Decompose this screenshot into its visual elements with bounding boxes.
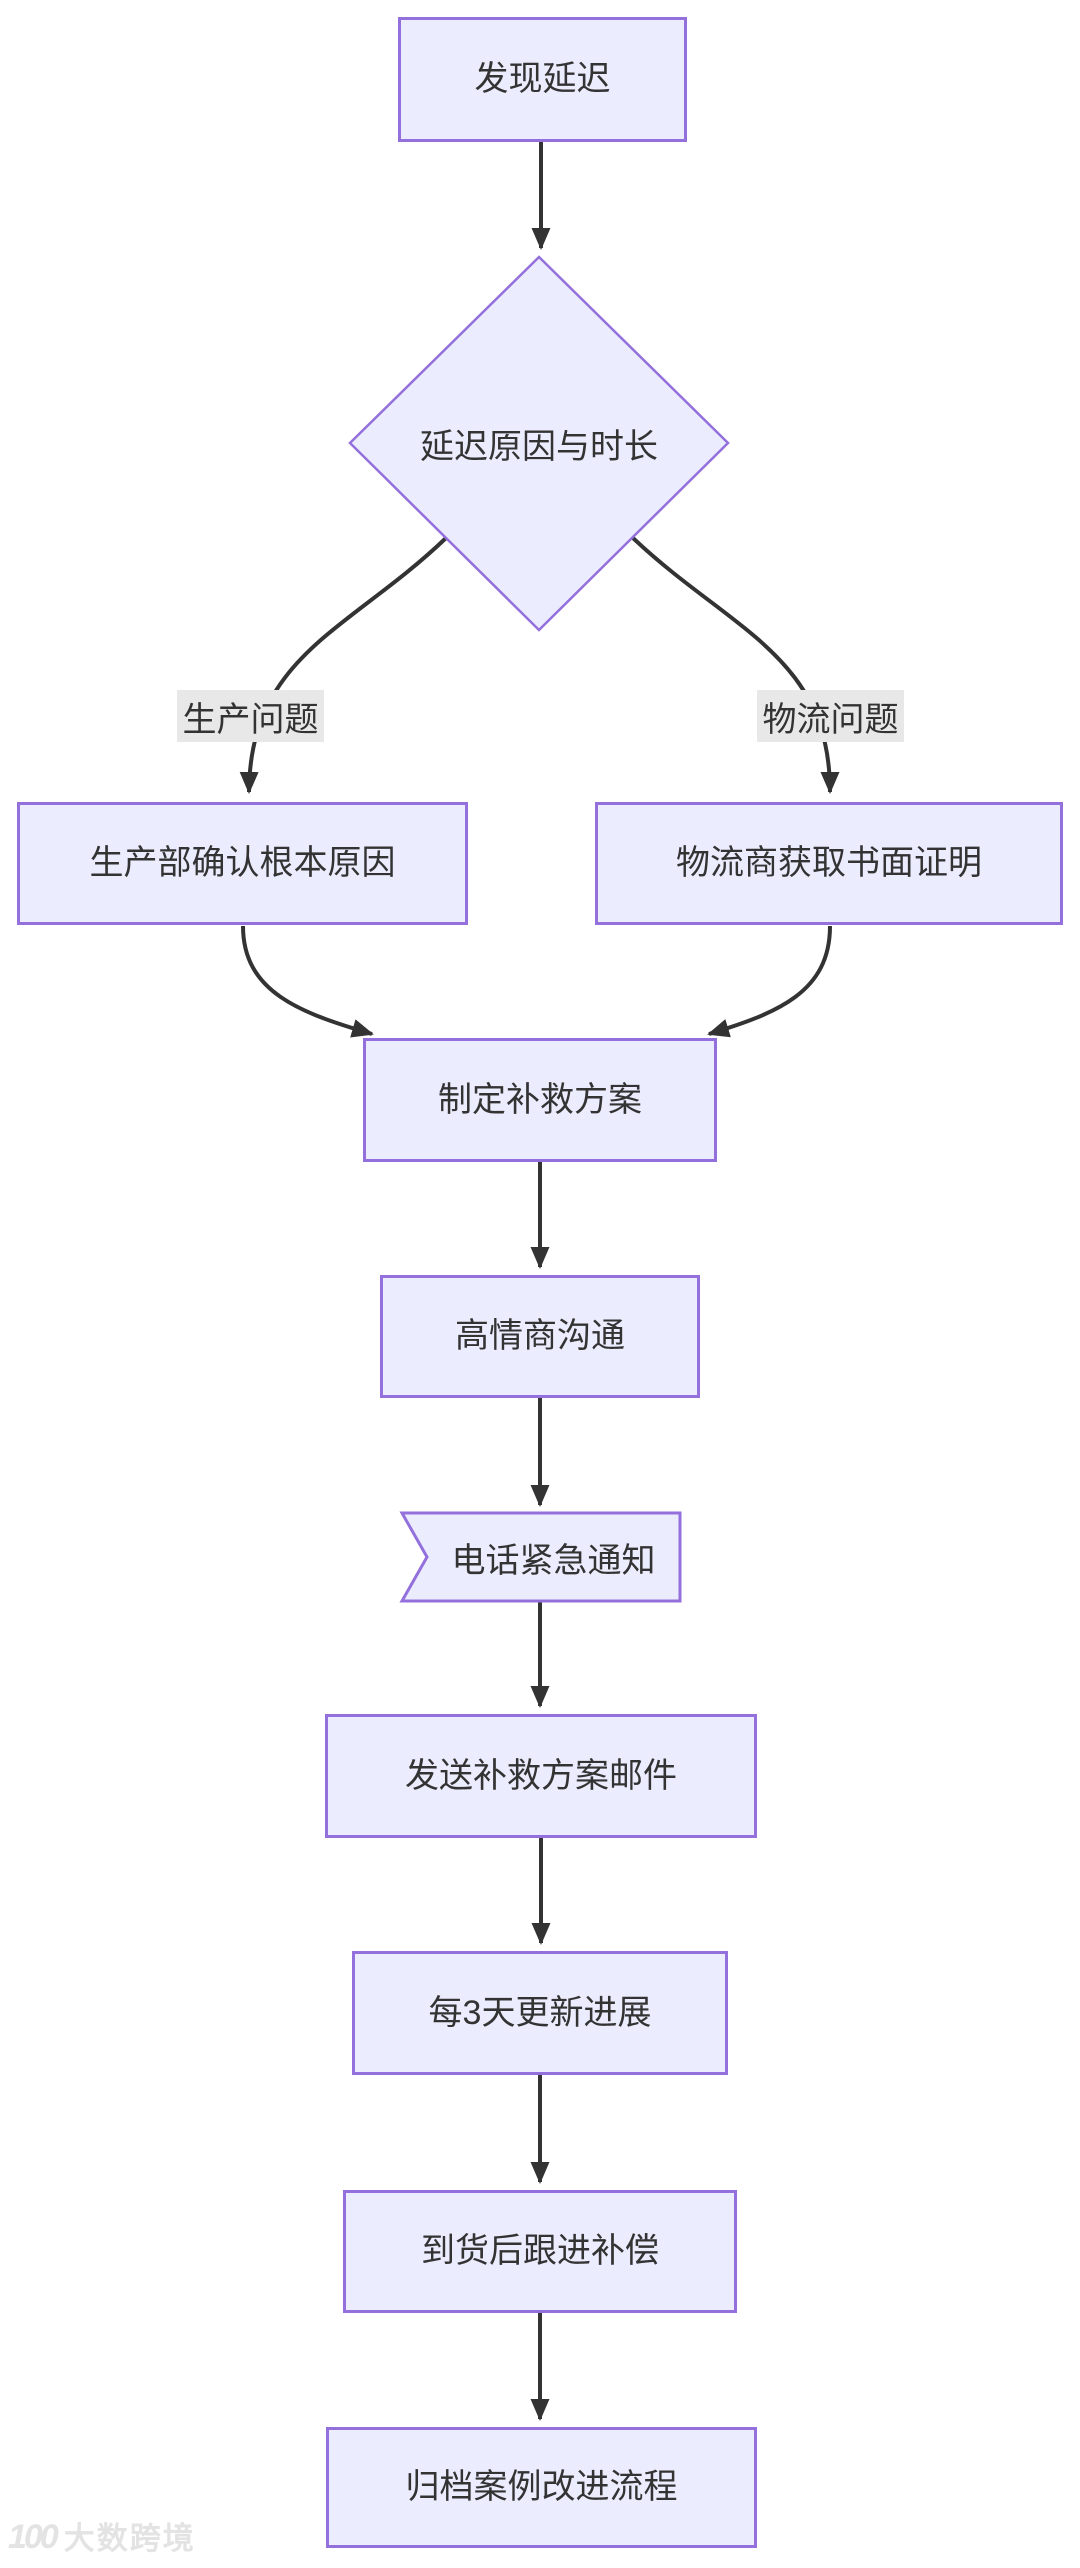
node-plan: 制定补救方案 — [363, 1038, 717, 1162]
edge-decision-logistics — [631, 536, 840, 794]
watermark-text: 大数跨境 — [63, 2521, 196, 2556]
node-production: 生产部确认根本原因 — [17, 802, 468, 925]
node-communicate: 高情商沟通 — [380, 1275, 700, 1398]
node-compensate: 到货后跟进补偿 — [343, 2190, 737, 2313]
edge-production-plan — [241, 925, 374, 1038]
edge-label-production-issue: 生产问题 — [177, 690, 324, 742]
edge-decision-production — [239, 536, 448, 794]
watermark-logo-icon: 100 — [8, 2518, 59, 2556]
node-start: 发现延迟 — [398, 17, 687, 142]
node-logistics: 物流商获取书面证明 — [595, 802, 1063, 925]
edge-logistics-plan — [707, 925, 832, 1038]
edge-label-logistics-issue: 物流问题 — [757, 690, 904, 742]
node-update: 每3天更新进展 — [352, 1951, 728, 2075]
node-phone-label: 电话紧急通知 — [451, 1541, 656, 1580]
node-phone-shape — [399, 1511, 682, 1603]
watermark: 100 大数跨境 — [8, 2520, 196, 2554]
node-decision-shape — [348, 255, 730, 632]
node-email: 发送补救方案邮件 — [325, 1714, 757, 1838]
node-decision-label: 延迟原因与时长 — [420, 427, 658, 466]
node-archive: 归档案例改进流程 — [326, 2427, 757, 2548]
